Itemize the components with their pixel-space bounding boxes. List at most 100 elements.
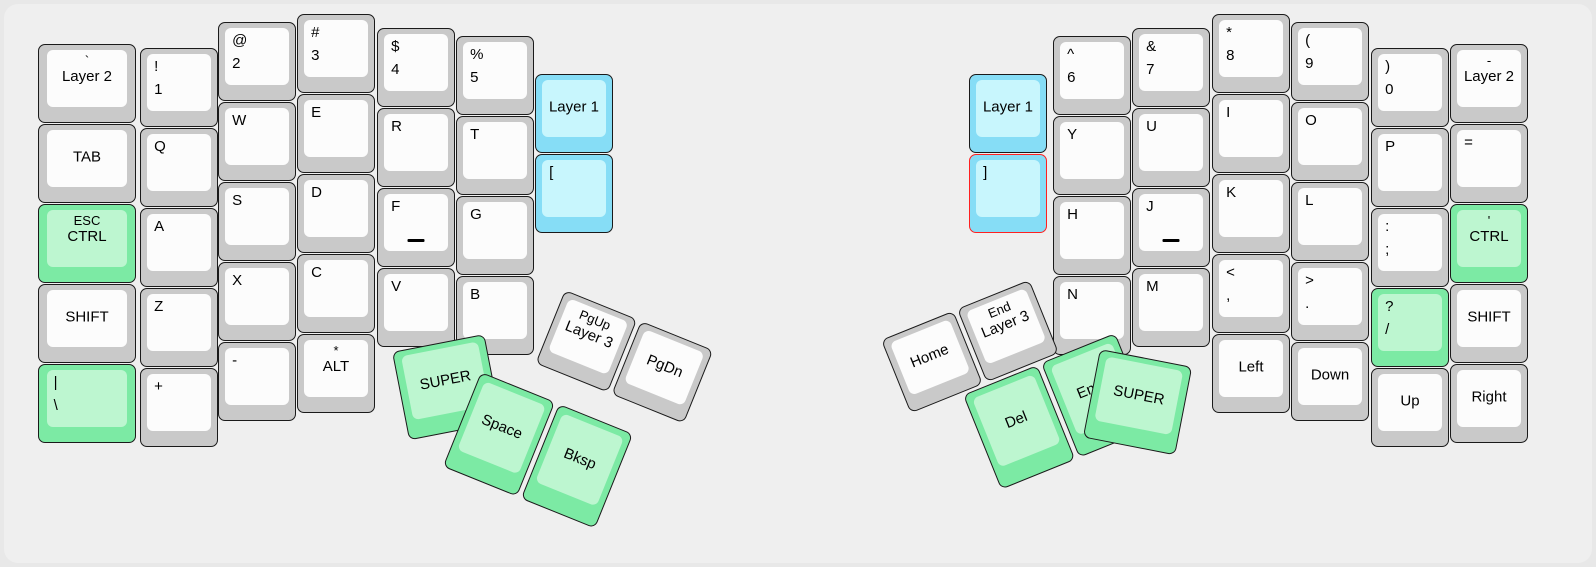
key-bracket-right[interactable]: ] [969, 154, 1047, 233]
key-up[interactable]: Up [1371, 368, 1449, 447]
key-layer1-r[interactable]: Layer 1 [969, 74, 1047, 153]
key-bracket-left[interactable]: [ [535, 154, 613, 233]
key-shift-r[interactable]: SHIFT [1450, 284, 1528, 363]
key-p[interactable]: P [1371, 128, 1449, 207]
keycap-b: B [463, 281, 527, 339]
keycap-2: @2 [225, 27, 289, 85]
keycap-layer1-r: Layer 1 [976, 79, 1040, 137]
key-legend-main-alt: ALT [322, 357, 350, 375]
keycap-5: %5 [463, 41, 527, 99]
key-legend-main-b: B [470, 285, 481, 303]
keycap-right: Right [1457, 369, 1521, 427]
key-a[interactable]: A [140, 208, 218, 287]
keycap-j: J [1139, 193, 1203, 251]
key-legend-main-layer1-r: Layer 1 [982, 98, 1034, 116]
key-g[interactable]: G [456, 196, 534, 275]
keycap-comma: <, [1219, 259, 1283, 317]
key-legend-top-layer2-l: ` [84, 52, 90, 68]
key-legend-main-p: P [1385, 137, 1396, 155]
keycap-equals: = [1457, 129, 1521, 187]
key-u[interactable]: U [1132, 108, 1210, 187]
key-l[interactable]: L [1291, 182, 1369, 261]
key-legend-main-i: I [1226, 103, 1231, 121]
key-legend-main-plus: + [154, 377, 163, 395]
key-left[interactable]: Left [1212, 334, 1290, 413]
keycap-i: I [1219, 99, 1283, 157]
keycap-shift-l: SHIFT [46, 289, 128, 347]
key-right[interactable]: Right [1450, 364, 1528, 443]
key-pipe-backslash[interactable]: |\ [38, 364, 136, 443]
keycap-3: #3 [304, 19, 368, 77]
key-z[interactable]: Z [140, 288, 218, 367]
key-legend-main-tab: TAB [72, 148, 102, 166]
key-r[interactable]: R [377, 108, 455, 187]
key-semicolon[interactable]: :; [1371, 208, 1449, 287]
key-9[interactable]: (9 [1291, 22, 1369, 101]
key-legend-main-d: D [311, 183, 322, 201]
key-tab[interactable]: TAB [38, 124, 136, 203]
key-down[interactable]: Down [1291, 342, 1369, 421]
key-legend-top-4: $ [391, 37, 400, 55]
key-e[interactable]: E [297, 94, 375, 173]
key-h[interactable]: H [1053, 196, 1131, 275]
key-3[interactable]: #3 [297, 14, 375, 93]
key-k[interactable]: K [1212, 174, 1290, 253]
key-d[interactable]: D [297, 174, 375, 253]
key-x[interactable]: X [218, 262, 296, 341]
key-shift-l[interactable]: SHIFT [38, 284, 136, 363]
keycap-x: X [225, 267, 289, 325]
key-legend-main-semicolon: ; [1385, 241, 1390, 259]
keycap-p: P [1378, 133, 1442, 191]
key-legend-top-6: ^ [1067, 45, 1075, 63]
keycap-n: N [1060, 281, 1124, 339]
key-legend-main-minus: - [232, 351, 238, 369]
key-j[interactable]: J [1132, 188, 1210, 267]
key-minus[interactable]: - [218, 342, 296, 421]
key-f[interactable]: F [377, 188, 455, 267]
key-alt[interactable]: *ALT [297, 334, 375, 413]
key-6[interactable]: ^6 [1053, 36, 1131, 115]
key-layer2-r[interactable]: -Layer 2 [1450, 44, 1528, 123]
key-legend-main-e: E [311, 103, 322, 121]
key-slash[interactable]: ?/ [1371, 288, 1449, 367]
key-i[interactable]: I [1212, 94, 1290, 173]
key-2[interactable]: @2 [218, 22, 296, 101]
key-legend-top-1: ! [154, 57, 159, 75]
key-0[interactable]: )0 [1371, 48, 1449, 127]
key-layer2-l[interactable]: `Layer 2 [38, 44, 136, 123]
key-comma[interactable]: <, [1212, 254, 1290, 333]
key-legend-top-pipe-backslash: | [53, 373, 58, 391]
key-quote-ctrl[interactable]: 'CTRL [1450, 204, 1528, 283]
key-legend-main-slash: / [1385, 321, 1390, 339]
key-7[interactable]: &7 [1132, 28, 1210, 107]
key-c[interactable]: C [297, 254, 375, 333]
key-legend-main-1: 1 [154, 81, 163, 99]
key-y[interactable]: Y [1053, 116, 1131, 195]
key-w[interactable]: W [218, 102, 296, 181]
key-b[interactable]: B [456, 276, 534, 355]
key-8[interactable]: *8 [1212, 14, 1290, 93]
key-o[interactable]: O [1291, 102, 1369, 181]
key-legend-main-c: C [311, 263, 322, 281]
key-4[interactable]: $4 [377, 28, 455, 107]
key-1[interactable]: !1 [140, 48, 218, 127]
key-equals[interactable]: = [1450, 124, 1528, 203]
key-period[interactable]: >. [1291, 262, 1369, 341]
key-layer1-l[interactable]: Layer 1 [535, 74, 613, 153]
key-legend-main-4: 4 [391, 61, 400, 79]
key-s[interactable]: S [218, 182, 296, 261]
keycap-minus: - [225, 347, 289, 405]
key-t[interactable]: T [456, 116, 534, 195]
key-m[interactable]: M [1132, 268, 1210, 347]
key-legend-top-3: # [311, 23, 320, 41]
key-5[interactable]: %5 [456, 36, 534, 115]
key-plus[interactable]: + [140, 368, 218, 447]
key-q[interactable]: Q [140, 128, 218, 207]
key-v[interactable]: V [377, 268, 455, 347]
keycap-f: F [384, 193, 448, 251]
key-legend-main-x: X [232, 271, 243, 289]
keycap-k: K [1219, 179, 1283, 237]
key-super-r[interactable]: SUPER [1082, 349, 1193, 456]
